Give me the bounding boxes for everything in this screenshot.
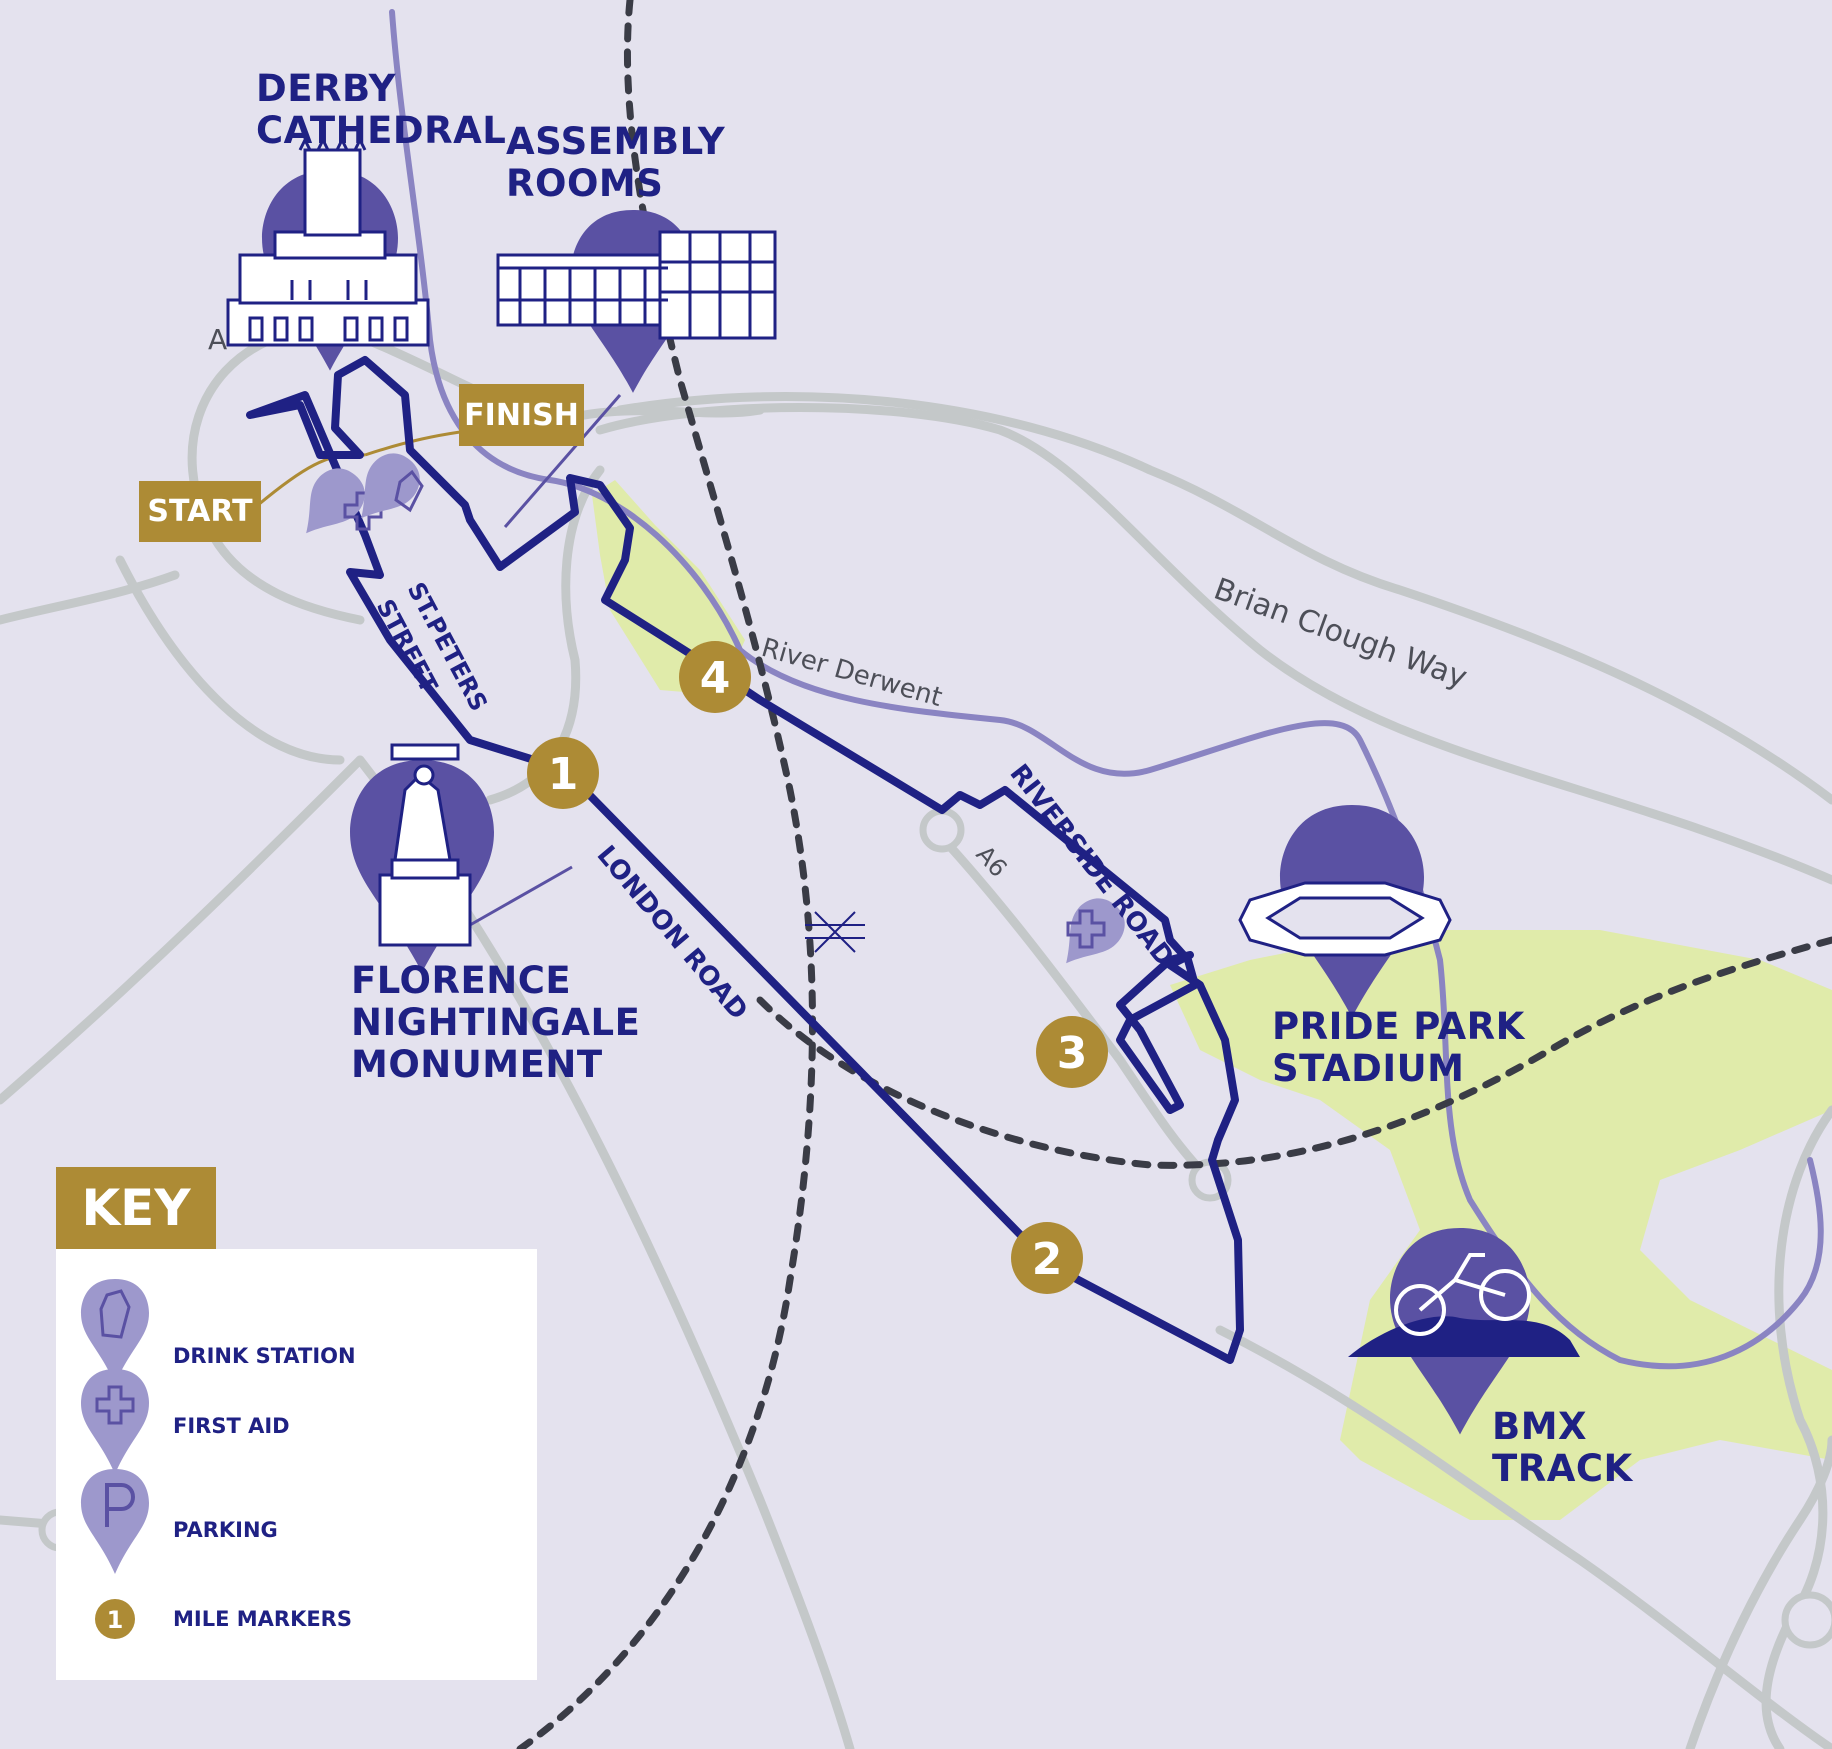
road-sw-diag xyxy=(115,555,345,765)
label-bmx-track-line2: TRACK xyxy=(1492,1447,1633,1490)
road-south-west xyxy=(0,755,365,1105)
key-item-parking: PARKING xyxy=(56,1469,537,1574)
key-mile-marker-sample: 1 xyxy=(107,1606,124,1634)
label-florence-nightingale: FLORENCE NIGHTINGALE MONUMENT xyxy=(351,960,640,1086)
key-label-parking: PARKING xyxy=(173,1518,278,1542)
railway-station-icon xyxy=(805,911,865,953)
label-assembly-rooms-line1: ASSEMBLY xyxy=(506,120,726,163)
drink-station-icon xyxy=(394,469,424,513)
key-item-first-aid: FIRST AID xyxy=(56,1369,537,1474)
mile-marker-3-label: 3 xyxy=(1057,1028,1088,1079)
mile-marker-2-label: 2 xyxy=(1032,1234,1063,1285)
road-west xyxy=(0,570,180,625)
river-derwent xyxy=(389,9,1824,1370)
road-southeast xyxy=(1215,1325,1832,1749)
finish-label: FINISH xyxy=(459,384,584,446)
label-derby-cathedral: DERBY CATHEDRAL xyxy=(256,68,506,152)
start-label: START xyxy=(139,481,261,542)
label-derby-cathedral-line1: DERBY xyxy=(256,67,396,110)
drink-station-icon xyxy=(81,1279,149,1384)
road-a6 xyxy=(930,825,1215,1185)
pride-park-stadium-illustration xyxy=(1238,881,1452,957)
florence-nightingale-illustration xyxy=(378,743,472,947)
label-bmx-track-line1: BMX xyxy=(1492,1405,1588,1448)
street-a-partial: A xyxy=(208,323,227,356)
key-legend: DRINK STATION FIRST AID PARKING 1 MILE M… xyxy=(56,1249,537,1680)
road-east-ring xyxy=(1761,1105,1832,1749)
roundabout-east xyxy=(1781,1591,1832,1649)
first-aid-icon-riverside xyxy=(1066,909,1106,949)
label-pride-park-line2: STADIUM xyxy=(1272,1047,1465,1090)
mile-markers: 1 2 3 4 xyxy=(527,641,1108,1294)
label-assembly-rooms-line2: ROOMS xyxy=(506,162,664,205)
key-item-drink-station: DRINK STATION xyxy=(56,1279,537,1384)
key-label-mile-markers: MILE MARKERS xyxy=(173,1607,352,1631)
assembly-rooms-illustration xyxy=(496,230,777,340)
roundabout-a6 xyxy=(919,807,965,853)
parking-icon xyxy=(81,1469,149,1574)
label-assembly-rooms: ASSEMBLY ROOMS xyxy=(506,121,725,205)
park-pride-park xyxy=(1170,930,1832,1520)
first-aid-icon xyxy=(81,1369,149,1474)
road-east-edge xyxy=(1685,1435,1832,1749)
drink-station-pin xyxy=(361,453,420,519)
label-florence-nightingale-line3: MONUMENT xyxy=(351,1043,603,1086)
mile-marker-4: 4 xyxy=(679,641,751,713)
key-title: KEY xyxy=(56,1167,216,1249)
assembly-connector xyxy=(503,394,622,528)
mile-marker-2: 2 xyxy=(1011,1222,1083,1294)
mile-marker-4-label: 4 xyxy=(700,653,731,704)
label-bmx-track: BMX TRACK xyxy=(1492,1406,1633,1490)
label-derby-cathedral-line2: CATHEDRAL xyxy=(256,109,507,152)
key-label-first-aid: FIRST AID xyxy=(173,1414,290,1438)
facility-pins xyxy=(306,453,1125,964)
derby-cathedral-illustration xyxy=(226,136,430,347)
label-pride-park-line1: PRIDE PARK xyxy=(1272,1005,1525,1048)
landmark-pins xyxy=(262,170,1530,1435)
finish-connector xyxy=(364,430,461,457)
mile-marker-1-label: 1 xyxy=(548,749,579,800)
nightingale-connector xyxy=(469,865,573,927)
street-brian-clough-way: Brian Clough Way xyxy=(1209,572,1471,696)
first-aid-icon xyxy=(343,491,383,531)
label-florence-nightingale-line1: FLORENCE xyxy=(351,959,572,1002)
mile-marker-icon: 1 xyxy=(95,1599,135,1639)
mile-marker-1: 1 xyxy=(527,737,599,809)
railway-branch xyxy=(756,936,1832,1169)
key-item-mile-markers: 1 MILE MARKERS xyxy=(56,1584,537,1674)
mile-marker-3: 3 xyxy=(1036,1016,1108,1088)
bmx-track-illustration xyxy=(1348,1253,1580,1357)
key-label-drink-station: DRINK STATION xyxy=(173,1344,356,1368)
road-brian-clough-upper xyxy=(615,392,1832,805)
road-brian-clough xyxy=(595,403,1832,885)
label-florence-nightingale-line2: NIGHTINGALE xyxy=(351,1001,641,1044)
label-pride-park: PRIDE PARK STADIUM xyxy=(1272,1006,1525,1090)
